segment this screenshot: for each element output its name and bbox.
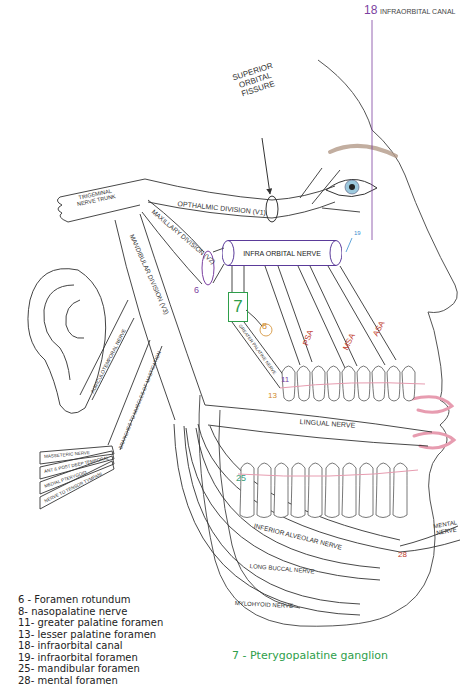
- face-profile: [199, 60, 457, 626]
- callout-number: 8: [262, 322, 267, 332]
- tooth: [240, 366, 415, 518]
- nerve-outline: [80, 300, 128, 395]
- nerve-outline: [213, 264, 224, 283]
- eye: [345, 180, 359, 194]
- tooth: [274, 463, 288, 518]
- legend-text: 19- infraorbital foramen: [18, 652, 138, 663]
- nerve-outline: [208, 425, 428, 446]
- nerve-outline: [40, 168, 460, 615]
- tooth: [282, 366, 295, 401]
- tooth: [325, 463, 339, 518]
- nerve-label: LONG BUCCAL NERVE: [249, 563, 314, 575]
- ganglion-box: 7: [228, 292, 248, 322]
- nerve-outline: [210, 426, 400, 540]
- callout-number: 18: [364, 4, 377, 17]
- tooth: [257, 463, 271, 518]
- legend-text: 28- mental foramen: [18, 675, 118, 686]
- leader-line: [372, 20, 373, 240]
- eyebrow: [330, 146, 396, 156]
- nerve-label: MSA: [342, 332, 358, 351]
- tooth: [240, 463, 254, 518]
- leader-line: [346, 238, 352, 252]
- callout-number: 28: [398, 551, 407, 560]
- part-label: SUPERIOR ORBITAL FISSURE: [222, 59, 289, 103]
- callout-number: 13: [268, 392, 277, 401]
- nerve-outline: [328, 266, 396, 365]
- nerve-label: MYLOHYOID NERVE: [235, 600, 294, 610]
- tooth: [342, 463, 356, 518]
- nerve-outline: [205, 405, 432, 432]
- legend-text: 8- nasopalatine nerve: [18, 606, 127, 617]
- nerve-label: MENTAL NERVE: [430, 519, 462, 537]
- nerve-outline: [184, 426, 360, 604]
- lip: [412, 397, 454, 448]
- cylinder-outline: [330, 241, 342, 266]
- nerve-outline: [232, 266, 244, 292]
- legend-text: 13- lesser palatine foramen: [18, 629, 156, 640]
- legend-text: 6 - Foramen rotundum: [18, 594, 131, 605]
- face-profile: [199, 395, 395, 626]
- gum-line: [280, 383, 425, 388]
- tooth: [312, 366, 325, 401]
- ear: [66, 300, 84, 338]
- nerve-label: GREATER PALATINE NERVE: [237, 324, 277, 376]
- tooth: [376, 463, 390, 518]
- callout-number: 19: [354, 230, 361, 237]
- nerve-label: MAXILLARY DIVISION (V2): [150, 208, 216, 265]
- nerve-label: PSA: [302, 329, 316, 347]
- part-label: INFRAORBITAL CANAL: [380, 8, 455, 16]
- eye: [326, 179, 377, 196]
- tooth: [297, 366, 310, 401]
- nerve-outline: [300, 168, 360, 212]
- nerve-outline: [186, 428, 380, 580]
- legend-text: 18- infraorbital canal: [18, 640, 123, 651]
- leader-arrow: [262, 138, 270, 194]
- eye: [349, 184, 355, 190]
- node-number: 7: [233, 297, 242, 317]
- tooth: [387, 366, 400, 401]
- nerve-outline: [246, 310, 262, 326]
- legend-text: 25- mandibular foramen: [18, 663, 140, 674]
- tooth: [357, 366, 370, 401]
- legend-text: 7 - Pterygopalatine ganglion: [232, 650, 388, 662]
- tooth: [291, 463, 305, 518]
- cylinder-outline: [222, 241, 234, 266]
- tooth: [308, 463, 322, 518]
- callout-number: 25: [236, 474, 246, 484]
- tooth: [372, 366, 385, 401]
- nerve-outline: [298, 266, 357, 368]
- nerve-label: MANDIBULAR DIVISION (V3): [128, 233, 170, 315]
- callout-number: 11: [281, 376, 289, 385]
- gum-line: [238, 470, 418, 476]
- nerve-label: OPTHALMIC DIVISION (V1): [177, 200, 266, 217]
- lip: [412, 397, 452, 413]
- eye: [326, 179, 377, 196]
- nerve-cylinder: INFRA ORBITAL NERVE: [222, 240, 342, 266]
- callout-number: 6: [194, 286, 199, 296]
- nerve-outline: [68, 205, 140, 222]
- nerve-label: ASA: [372, 320, 387, 338]
- fissure-oval: [266, 196, 278, 222]
- cylinder-outline: [228, 241, 336, 266]
- nerve-outline: [232, 322, 290, 388]
- legend-text: 11- greater palatine foramen: [18, 617, 163, 628]
- tooth: [359, 463, 373, 518]
- nerve-outline: [198, 424, 400, 552]
- node-label: INFRA ORBITAL NERVE: [243, 250, 321, 257]
- nerve-outline: [57, 197, 68, 222]
- nerve-outline: [174, 424, 360, 615]
